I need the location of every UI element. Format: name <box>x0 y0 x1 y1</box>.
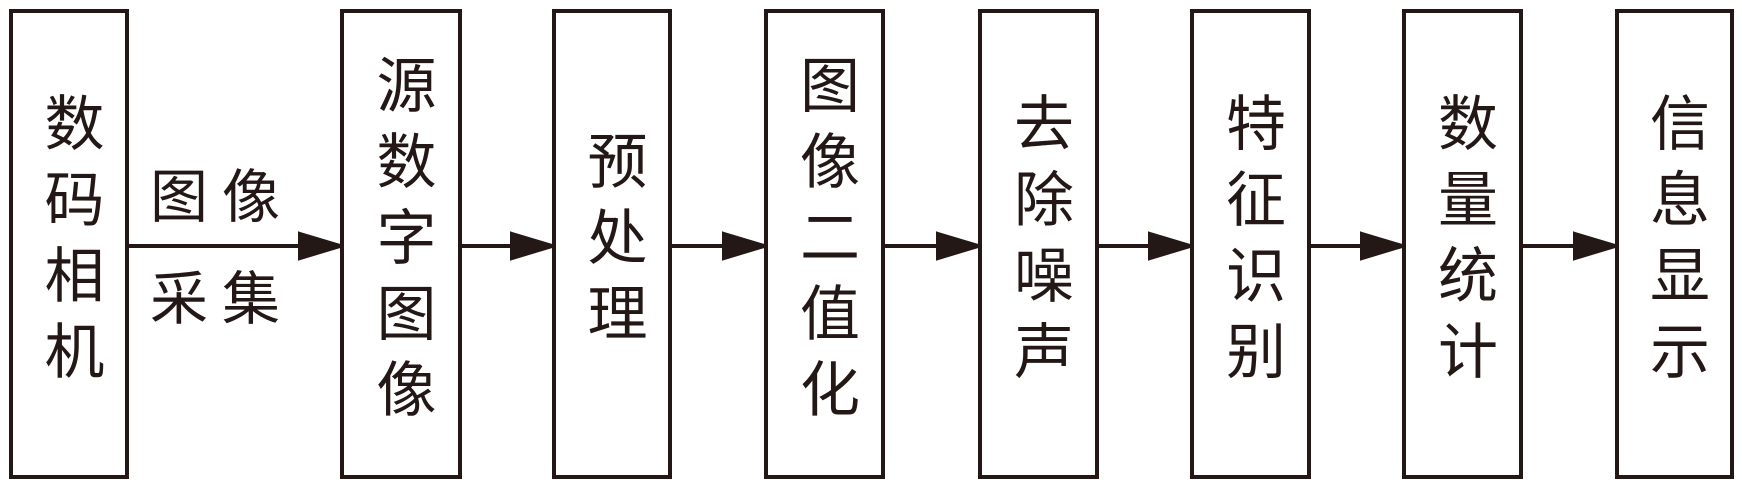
step-digital-camera: 数码相机 <box>9 9 129 479</box>
step-preprocess: 预处理 <box>552 9 672 479</box>
arrowhead-5 <box>1148 231 1197 261</box>
step-feature-recognition: 特征识别 <box>1190 9 1311 479</box>
arrowhead-6 <box>1360 231 1409 261</box>
arrowhead-2 <box>510 231 559 261</box>
arrowhead-1 <box>298 231 347 261</box>
step-label: 去除噪声 <box>1003 92 1074 396</box>
arrowhead-7 <box>1573 231 1622 261</box>
edge-label-top: 图像 <box>150 163 295 231</box>
step-label: 数码相机 <box>34 92 104 396</box>
step-source-image: 源数字图像 <box>340 9 462 479</box>
arrowhead-4 <box>936 231 985 261</box>
step-count-statistics: 数量统计 <box>1402 9 1523 479</box>
step-label: 源数字图像 <box>366 54 436 434</box>
step-label: 图像二值化 <box>789 54 860 434</box>
edge-label-bottom: 采集 <box>150 265 295 333</box>
step-binarize: 图像二值化 <box>764 9 885 479</box>
arrowhead-3 <box>722 231 771 261</box>
step-label: 特征识别 <box>1215 92 1286 396</box>
step-label: 预处理 <box>577 130 647 358</box>
step-info-display: 信息显示 <box>1615 9 1734 479</box>
step-label: 信息显示 <box>1639 92 1710 396</box>
step-label: 数量统计 <box>1427 92 1498 396</box>
step-denoise: 去除噪声 <box>978 9 1099 479</box>
